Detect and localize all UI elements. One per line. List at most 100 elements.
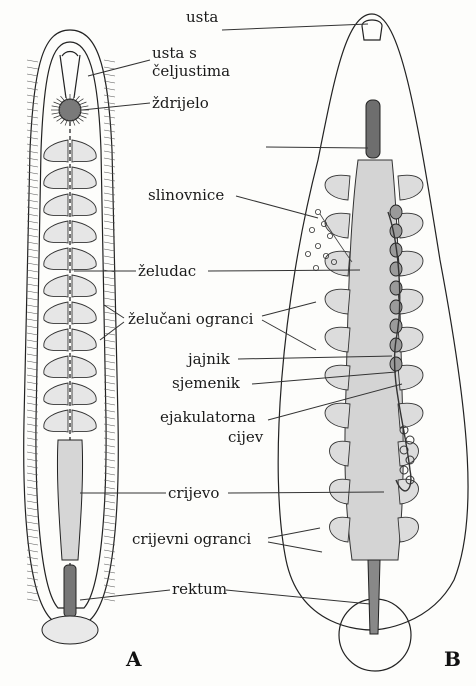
label-celjustima: čeljustima: [152, 62, 230, 80]
body-wall-stripe: [104, 74, 115, 76]
body-wall-stripe: [104, 529, 115, 531]
label-jajnik: jajnik: [186, 350, 231, 368]
body-wall-stripe: [27, 305, 38, 307]
leader-slinovnice: [236, 196, 318, 218]
diverticulum-left: [325, 213, 350, 238]
leader-usta-celjustima: [88, 60, 150, 76]
diverticulum-right: [398, 365, 423, 390]
body-wall-stripe: [27, 270, 38, 272]
testis: [390, 357, 402, 371]
crop-lobe-left: [44, 302, 68, 324]
body-wall-stripe: [104, 536, 115, 538]
label-usta-s: usta s: [152, 44, 197, 62]
body-wall-stripe: [104, 256, 115, 258]
testis: [390, 319, 402, 333]
body-wall-stripe: [27, 172, 38, 174]
body-wall-stripe: [104, 319, 115, 321]
diverticulum-right: [398, 517, 419, 542]
body-wall-stripe: [104, 599, 115, 601]
body-wall-stripe: [104, 515, 115, 517]
panel-label-b: B: [444, 647, 461, 671]
specimen-b-eversible-pharynx: [366, 100, 380, 158]
body-wall-stripe: [104, 361, 115, 363]
body-wall-stripe: [27, 361, 38, 363]
pharynx-ray: [54, 102, 62, 105]
body-wall-stripe: [104, 578, 115, 580]
leader-zdrijelo: [82, 103, 150, 110]
body-wall-stripe: [104, 277, 115, 279]
body-wall-stripe: [104, 263, 115, 265]
testis: [390, 262, 402, 276]
body-wall-stripe: [27, 312, 38, 314]
label-rektum: rektum: [172, 580, 227, 598]
diverticulum-left: [325, 175, 350, 200]
body-wall-stripe: [104, 508, 115, 510]
body-wall-stripe: [27, 494, 38, 496]
body-wall-stripe: [27, 242, 38, 244]
body-wall-stripe: [27, 284, 38, 286]
crop-lobe-left: [44, 140, 68, 162]
body-wall-stripe: [27, 340, 38, 342]
body-wall-stripe: [27, 564, 38, 566]
body-wall-stripe: [104, 298, 115, 300]
body-wall-stripe: [104, 557, 115, 559]
crop-lobe-right: [72, 410, 96, 432]
body-wall-stripe: [104, 522, 115, 524]
label-crijevo: crijevo: [168, 484, 219, 502]
pharynx-ray: [75, 119, 80, 124]
body-wall-stripe: [27, 158, 38, 160]
body-wall-stripe: [27, 319, 38, 321]
specimen-a-jaws: [60, 52, 80, 99]
pharynx-ray: [77, 99, 83, 103]
body-wall-stripe: [27, 60, 38, 62]
panel-label-a: A: [125, 647, 142, 671]
crop-lobe-right: [72, 329, 96, 351]
body-wall-stripe: [104, 326, 115, 328]
label-zdrijelo: ždrijelo: [152, 94, 209, 112]
body-wall-stripe: [27, 592, 38, 594]
pharynx-ray: [79, 102, 87, 105]
label-cijev: cijev: [228, 428, 264, 446]
body-wall-stripe: [27, 137, 38, 139]
crop-lobe-left: [44, 383, 68, 405]
body-wall-stripe: [27, 102, 38, 104]
crop-lobe-right: [72, 302, 96, 324]
diverticulum-left: [330, 517, 351, 542]
body-wall-stripe: [27, 249, 38, 251]
body-wall-stripe: [104, 501, 115, 503]
body-wall-stripe: [104, 592, 115, 594]
body-wall-stripe: [27, 557, 38, 559]
leader-ogranci-a2: [100, 322, 124, 340]
body-wall-stripe: [27, 291, 38, 293]
body-wall-stripe: [104, 291, 115, 293]
crop-lobe-right: [72, 275, 96, 297]
crop-lobe-right: [72, 140, 96, 162]
pharynx-ray: [61, 96, 66, 101]
body-wall-stripe: [104, 249, 115, 251]
body-wall-stripe: [27, 326, 38, 328]
crop-lobe-left: [44, 329, 68, 351]
body-wall-stripe: [104, 102, 115, 104]
specimen-b-rectum: [368, 560, 380, 634]
crop-lobe-right: [72, 194, 96, 216]
salivary-gland-cell: [309, 227, 314, 232]
leader-ogranci-b2: [262, 320, 316, 350]
specimen-b: [278, 14, 468, 671]
body-wall-stripe: [27, 165, 38, 167]
body-wall-stripe: [104, 151, 115, 153]
body-wall-stripe: [104, 494, 115, 496]
body-wall-stripe: [104, 130, 115, 132]
leader-isprusivo: [266, 147, 368, 148]
crop-lobe-left: [44, 248, 68, 270]
crop-lobe-left: [44, 410, 68, 432]
body-wall-stripe: [27, 67, 38, 69]
body-wall-stripe: [27, 529, 38, 531]
body-wall-stripe: [27, 179, 38, 181]
body-wall-stripe: [27, 263, 38, 265]
label-sjemenik: sjemenik: [172, 374, 241, 392]
diverticulum-left: [325, 289, 350, 314]
body-wall-stripe: [27, 578, 38, 580]
diverticulum-left: [330, 479, 351, 504]
